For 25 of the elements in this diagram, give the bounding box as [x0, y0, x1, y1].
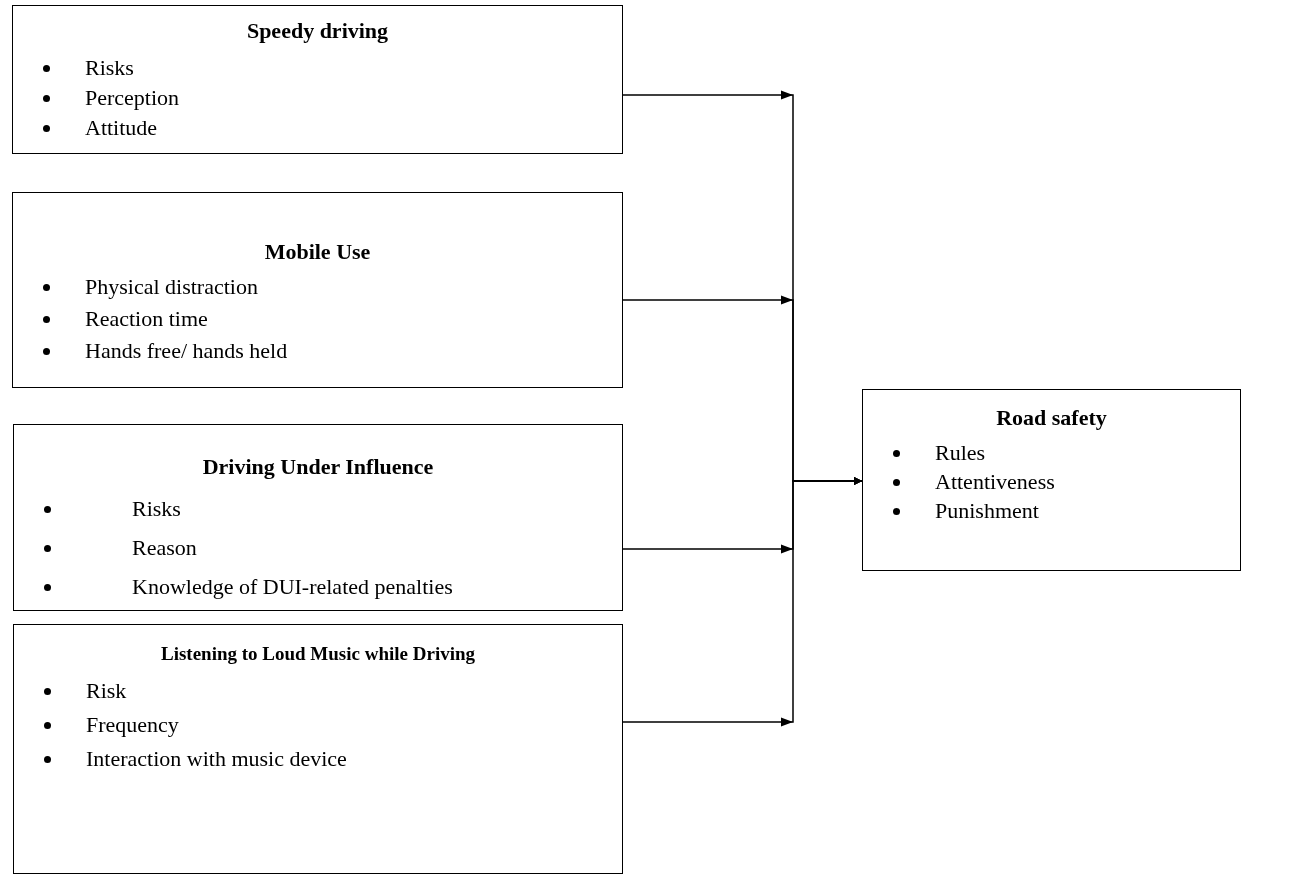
- list-item: Attentiveness: [935, 468, 1055, 496]
- list-item: Punishment: [935, 497, 1039, 525]
- topic-box: [12, 5, 623, 154]
- box-title: Road safety: [995, 405, 1108, 431]
- topic-box: [13, 424, 623, 611]
- list-item: Knowledge of DUI-related penalties: [132, 573, 453, 601]
- box-title: Mobile Use: [263, 239, 372, 265]
- list-item: Interaction with music device: [86, 745, 347, 773]
- box-title: Speedy driving: [245, 18, 390, 44]
- box-title: Listening to Loud Music while Driving: [159, 643, 477, 665]
- list-item: Frequency: [86, 711, 179, 739]
- list-item: Risk: [86, 677, 127, 705]
- list-item: Attitude: [85, 114, 158, 142]
- list-item: Reaction time: [85, 305, 208, 333]
- topic-box: [862, 389, 1241, 571]
- topic-box: [13, 624, 623, 874]
- list-item: Rules: [935, 439, 986, 467]
- list-item: Reason: [132, 534, 197, 562]
- box-title: Driving Under Influence: [201, 454, 435, 480]
- list-item: Risks: [85, 54, 134, 82]
- list-item: Physical distraction: [85, 273, 258, 301]
- list-item: Risks: [132, 495, 181, 523]
- topic-box: [12, 192, 623, 388]
- list-item: Perception: [85, 84, 180, 112]
- list-item: Hands free/ hands held: [85, 337, 288, 365]
